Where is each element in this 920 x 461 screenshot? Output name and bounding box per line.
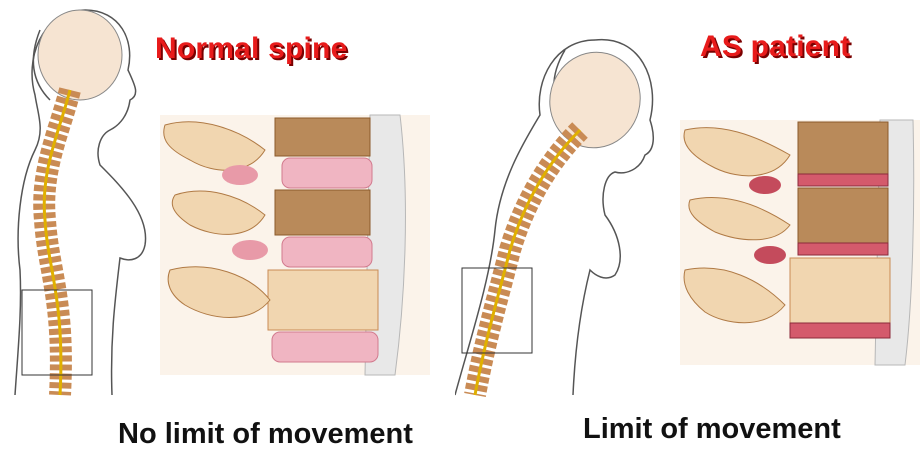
spine-column-normal <box>44 90 70 395</box>
as-patient-panel: AS patient <box>455 0 920 400</box>
normal-spine-panel: Normal spine <box>0 0 460 400</box>
normal-spine-title: Normal spine <box>155 32 347 66</box>
as-patient-caption: Limit of movement <box>583 413 841 446</box>
vertebra-closeup-as <box>680 120 920 365</box>
as-patient-title: AS patient <box>700 30 850 64</box>
normal-spine-caption: No limit of movement <box>118 418 413 451</box>
vertebra-closeup-normal <box>160 115 430 375</box>
